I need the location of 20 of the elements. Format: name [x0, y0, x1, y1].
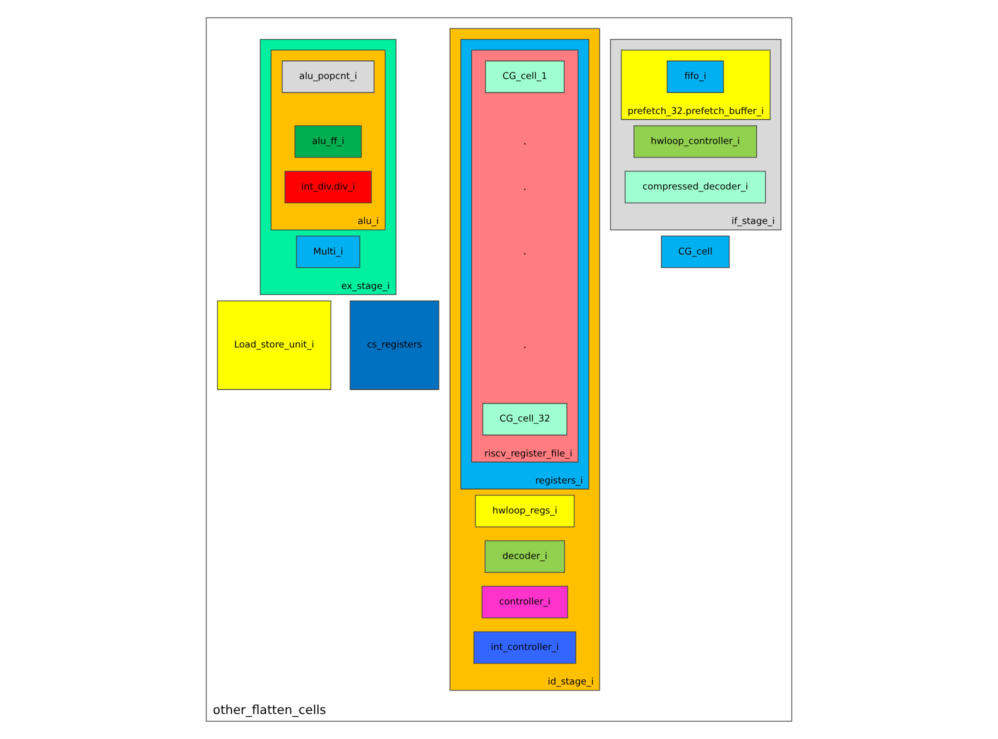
node-box: CG_cell_1	[485, 60, 565, 93]
node-box: int_div.div_i	[284, 170, 372, 204]
label: .	[523, 180, 527, 193]
node-box: decoder_i	[484, 540, 565, 573]
node-box: fifo_i	[666, 60, 724, 93]
node-box: Load_store_unit_i	[217, 300, 332, 390]
label: .	[523, 244, 527, 258]
label: .	[523, 134, 527, 148]
label: .	[523, 338, 527, 352]
node-box: Multi_i	[296, 236, 360, 268]
node-box: controller_i	[482, 586, 568, 618]
node-box: hwloop_regs_i	[475, 494, 575, 528]
node-box: compressed_decoder_i	[624, 170, 766, 204]
node-box: alu_ff_i	[294, 125, 362, 158]
node-box: alu_popcnt_i	[282, 60, 374, 93]
node-box: hwloop_controller_i	[634, 125, 758, 158]
node-box: CG_cell_32	[482, 403, 568, 436]
node-box: cs_registers	[350, 300, 440, 390]
node-box: CG_cell	[661, 236, 730, 268]
node-box: int_controller_i	[474, 631, 576, 664]
